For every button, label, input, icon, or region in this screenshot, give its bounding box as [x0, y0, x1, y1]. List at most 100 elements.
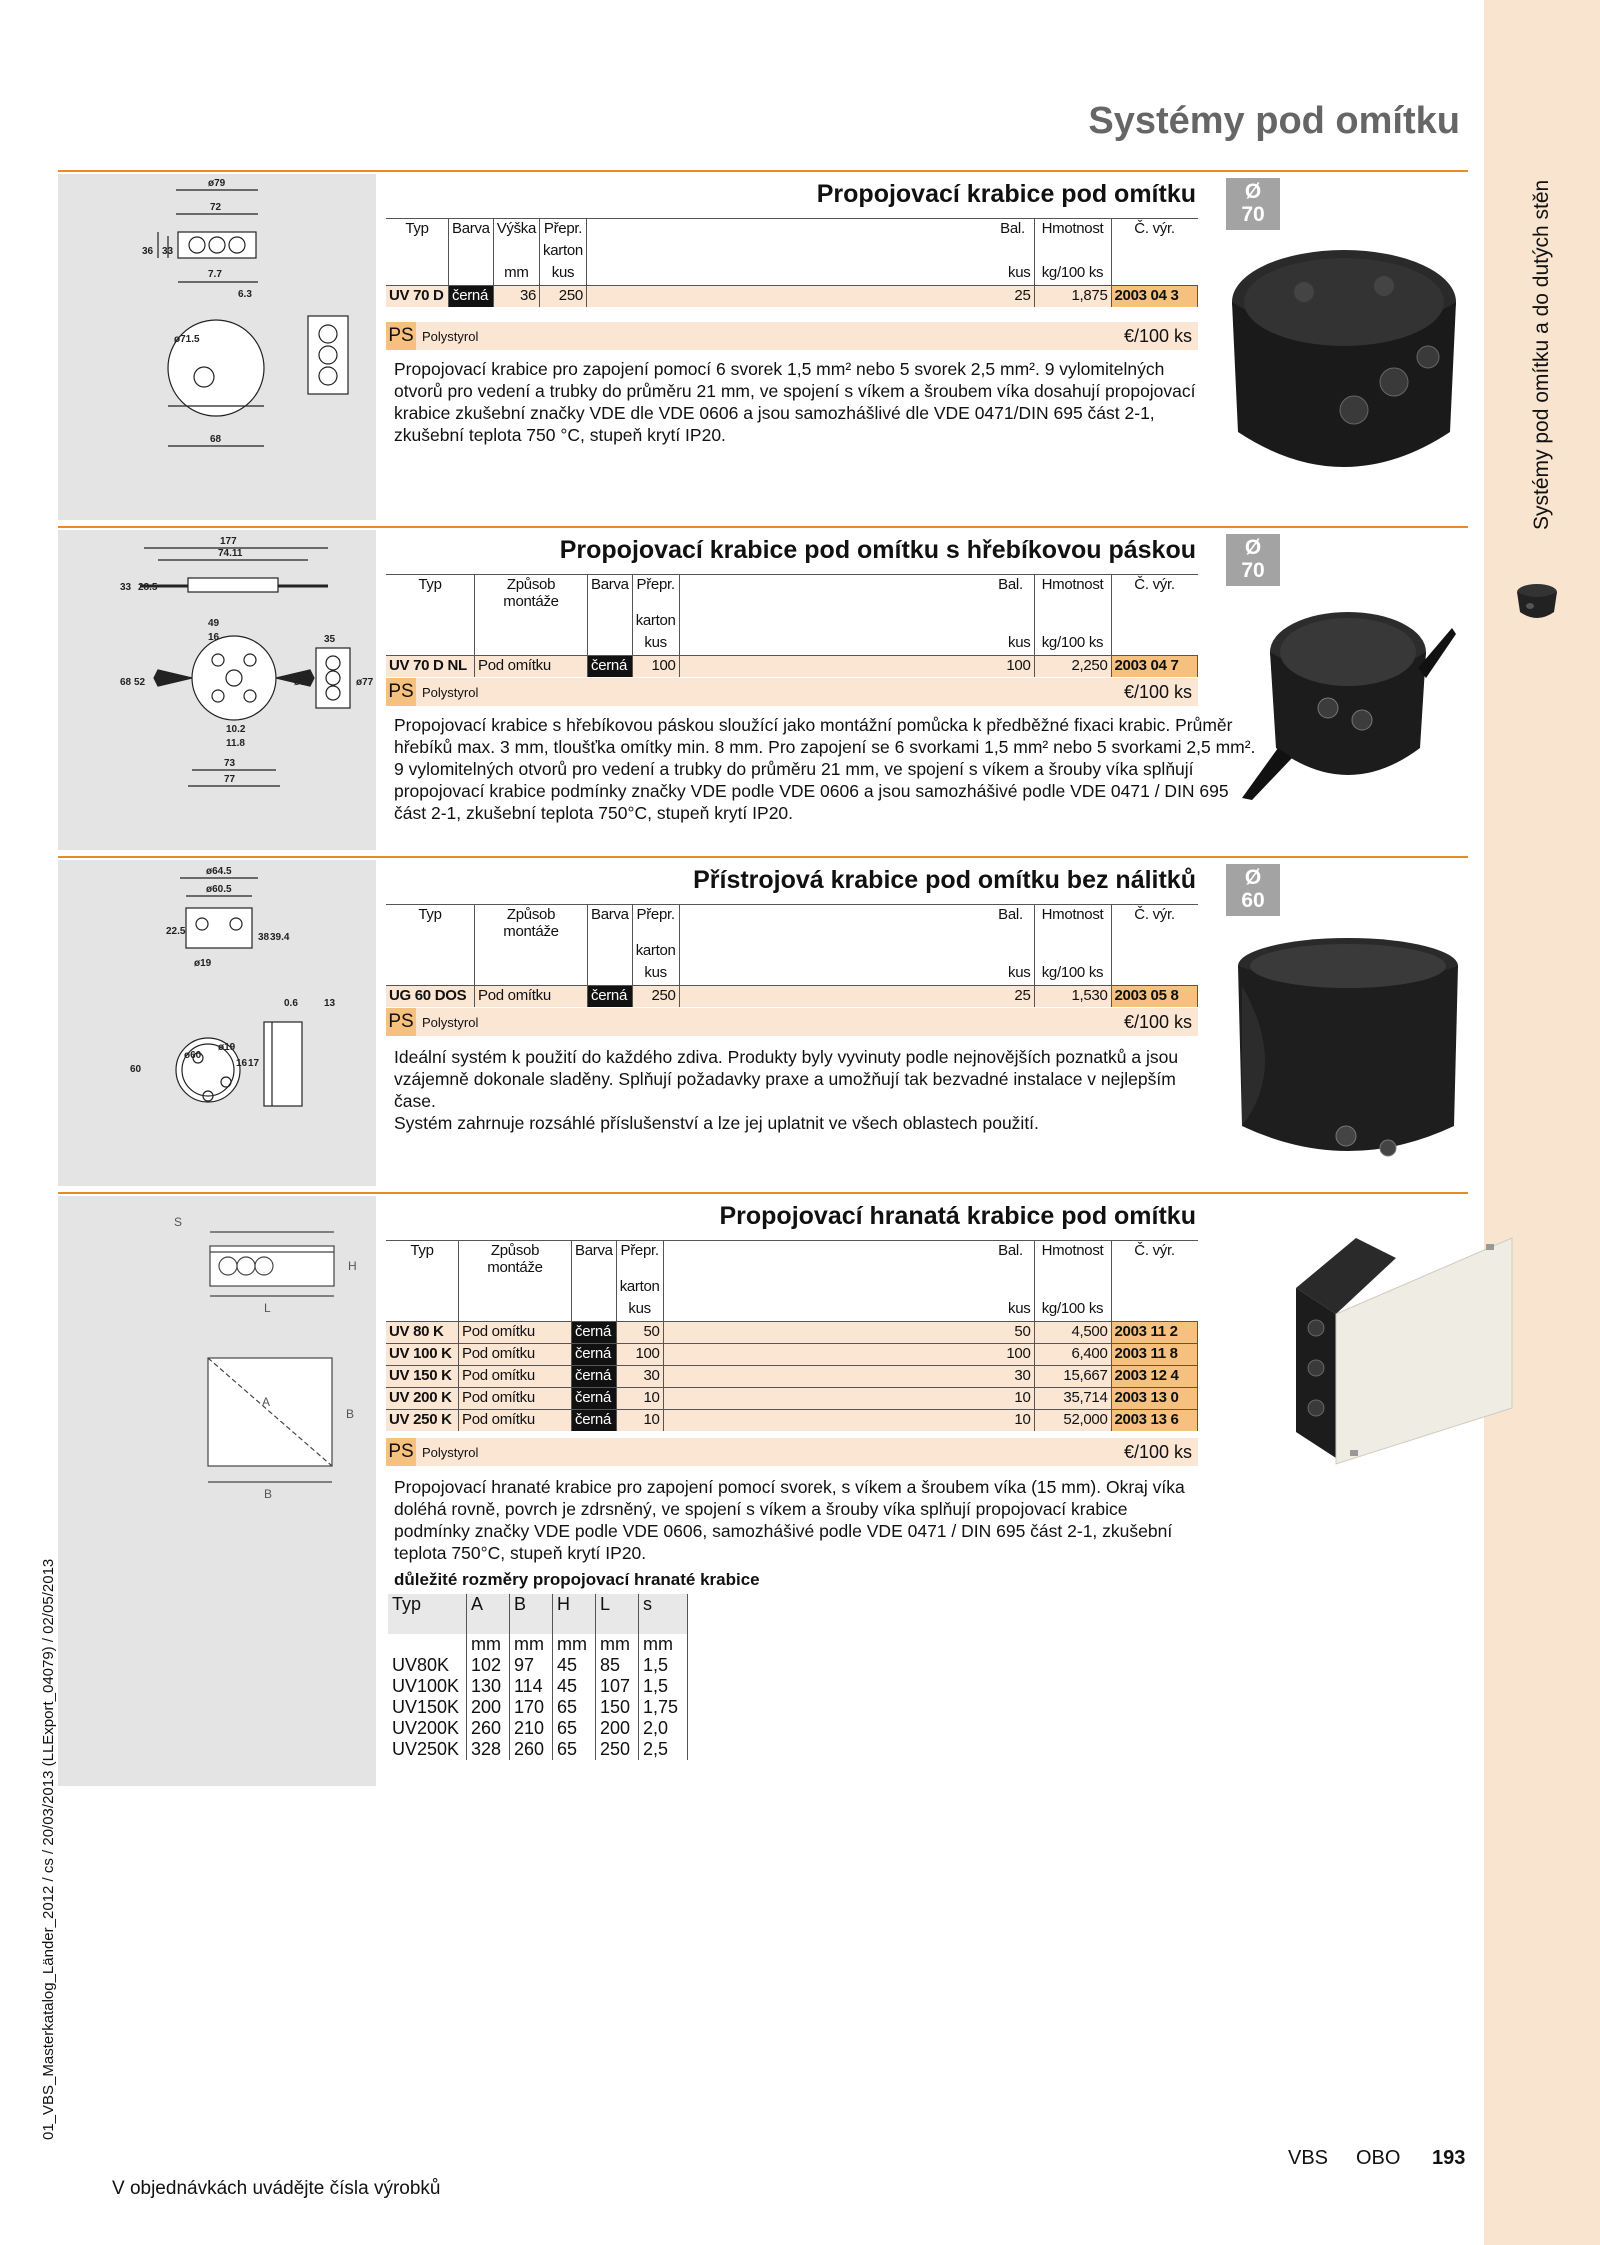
row-weight: 4,500	[1034, 1321, 1112, 1344]
dim-label: ø60.5	[206, 884, 232, 895]
dim-col-header: Typ	[388, 1594, 467, 1634]
col-header: karton	[632, 941, 680, 963]
chapter-box-icon	[1512, 578, 1562, 633]
unit-label: kus	[539, 263, 587, 286]
dim-label: 22.5	[166, 926, 186, 937]
row-article-number: 2003 13 6	[1111, 1409, 1198, 1431]
col-header: Přepr.	[539, 218, 587, 241]
dimensions-title: důležité rozměry propojovací hranaté kra…	[394, 1570, 760, 1589]
material-code: PS	[386, 1008, 416, 1036]
col-header: karton	[632, 611, 680, 633]
product-section-uv70d: ø79 72 36 33 7.7 6.3 ø71.5 68 Propojovac…	[58, 170, 1468, 520]
unit-label: kg/100 ks	[1034, 633, 1112, 656]
unit-label: kg/100 ks	[1034, 263, 1112, 286]
col-header: Č. výr.	[1111, 904, 1198, 941]
unit-label: kus	[632, 963, 680, 986]
dim-label: ø60	[184, 1050, 202, 1061]
row-article-number: 2003 13 0	[1111, 1387, 1198, 1410]
row-carton: 30	[616, 1365, 664, 1388]
dim-label: H	[348, 1259, 357, 1273]
dim-label: 36	[142, 246, 154, 257]
dim-label: ø74	[294, 677, 312, 688]
col-header: Č. výr.	[1111, 1240, 1198, 1277]
dim-label: 177	[220, 536, 237, 547]
dim-label: L	[264, 1301, 271, 1315]
unit-label: kus	[632, 633, 680, 656]
row-color: černá	[571, 1409, 617, 1431]
table-row: UV 200 K Pod omítku černá 10 10 35,714 2…	[386, 1387, 1198, 1410]
footer-note: V objednávkách uvádějte čísla výrobků	[112, 2178, 441, 2199]
material-code: PS	[386, 1438, 416, 1466]
col-header: Typ	[386, 1240, 459, 1277]
dim-unit: mm	[595, 1634, 639, 1655]
material-bar: PS Polystyrol €/100 ks	[386, 1438, 1198, 1466]
material-code: PS	[386, 322, 416, 350]
spec-table: Typ Způsob montáže Barva Přepr. Bal. Hmo…	[386, 904, 1198, 1007]
row-weight: 52,000	[1034, 1409, 1112, 1431]
row-mounting: Pod omítku	[458, 1321, 572, 1344]
dim-col-header: H	[552, 1594, 596, 1634]
dim-label: 38	[258, 932, 270, 943]
row-pack: 10	[987, 1409, 1035, 1431]
row-color: černá	[571, 1365, 617, 1388]
row-weight: 1,530	[1034, 985, 1112, 1007]
unit-label: kus	[987, 963, 1035, 986]
col-header: Výška	[493, 218, 541, 241]
chapter-tab-label: Systémy pod omítku a do dutých stěn	[1530, 179, 1553, 530]
row-type: UV 100 K	[386, 1343, 459, 1366]
row-color: černá	[587, 985, 633, 1007]
dim-unit: mm	[466, 1634, 510, 1655]
product-description: Ideální systém k použití do každého zdiv…	[394, 1047, 1179, 1133]
material-name: Polystyrol	[422, 1445, 479, 1460]
section-title: Propojovací hranatá krabice pod omítku	[719, 1202, 1196, 1230]
col-header: Hmotnost	[1034, 1240, 1112, 1277]
row-color: černá	[448, 285, 494, 307]
dim-col-header: B	[509, 1594, 553, 1634]
material-bar: PS Polystyrol €/100 ks	[386, 1008, 1198, 1036]
material-bar: PS Polystyrol €/100 ks	[386, 322, 1198, 350]
row-carton: 50	[616, 1321, 664, 1344]
chapter-tab-strip	[1484, 0, 1600, 2245]
table-row: UV 70 D NL Pod omítku černá 100 100 2,25…	[386, 655, 1198, 677]
row-carton: 100	[632, 655, 680, 677]
col-header: Přepr.	[632, 904, 680, 941]
price-unit: €/100 ks	[1123, 1442, 1192, 1462]
page-number: 193	[1432, 2147, 1466, 2169]
dim-label: 33	[162, 246, 174, 257]
product-photo	[1238, 588, 1458, 813]
row-carton: 10	[616, 1409, 664, 1431]
section-rule	[58, 526, 1468, 528]
col-header: karton	[539, 241, 587, 263]
unit-label: kus	[616, 1299, 664, 1322]
row-weight: 2,250	[1034, 655, 1112, 677]
dim-label: 13	[324, 998, 336, 1009]
product-section-ug60dos: ø64.5 ø60.5 22.5 38 39.4 ø19 0.6 13 ø60 …	[58, 856, 1468, 1186]
row-pack: 25	[987, 985, 1035, 1007]
product-section-uv70dnl: 177 74.11 33 28.5 49 16 35 68 52 ø74 ø77…	[58, 526, 1468, 850]
section-title: Propojovací krabice pod omítku s hřebíko…	[559, 536, 1196, 564]
dim-label: B	[264, 1487, 272, 1501]
product-photo	[1228, 926, 1468, 1181]
table-row: UG 60 DOS Pod omítku černá 250 25 1,530 …	[386, 985, 1198, 1007]
dim-label: 35	[324, 634, 336, 645]
row-weight: 1,875	[1034, 285, 1112, 307]
row-type: UV 250 K	[386, 1409, 459, 1431]
row-article-number: 2003 11 2	[1111, 1321, 1198, 1344]
unit-label: mm	[493, 263, 541, 286]
product-photo	[1286, 1218, 1522, 1483]
price-unit: €/100 ks	[1123, 1012, 1192, 1032]
col-header: Bal.	[991, 218, 1035, 241]
section-title: Přístrojová krabice pod omítku bez nálit…	[693, 866, 1196, 894]
row-carton: 250	[539, 285, 587, 307]
row-height: 36	[493, 285, 541, 307]
product-photo	[1224, 232, 1464, 497]
col-header: Typ	[386, 218, 449, 241]
footer-brand-obo: OBO	[1356, 2147, 1401, 2169]
row-type: UG 60 DOS	[386, 985, 475, 1007]
